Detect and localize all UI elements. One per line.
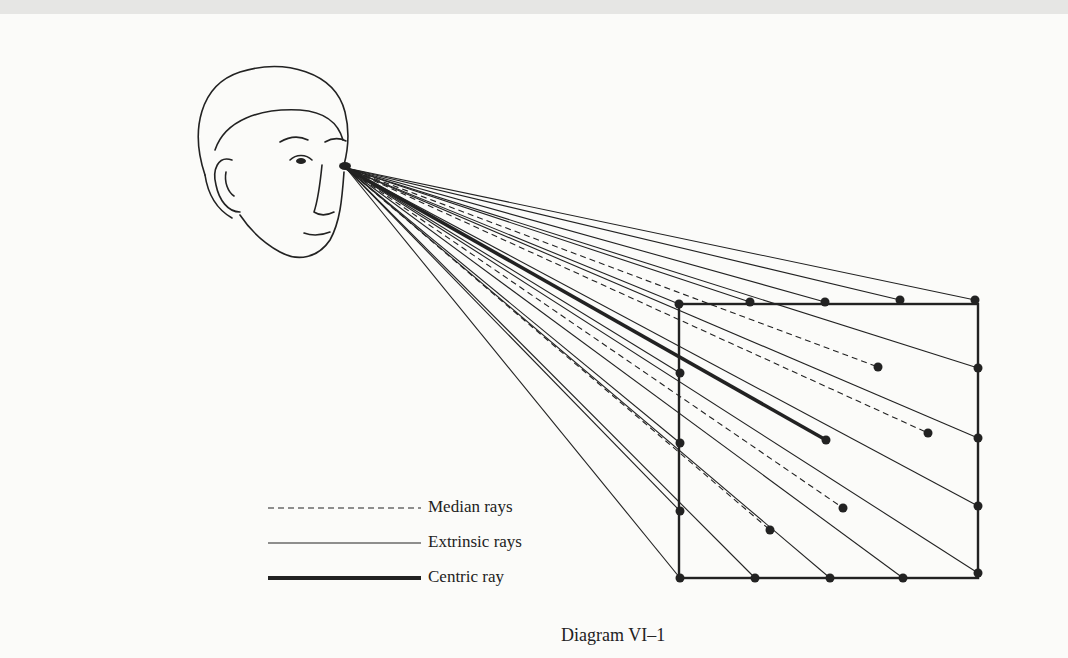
extrinsic-ray [346, 168, 978, 506]
median-ray [346, 168, 928, 433]
extrinsic-ray [346, 168, 680, 373]
ray-point [751, 574, 760, 583]
extrinsic-ray [346, 168, 978, 573]
ray-point [676, 574, 685, 583]
ray-point [974, 569, 983, 578]
extrinsic-ray [346, 168, 680, 443]
median-ray [346, 168, 878, 367]
ray-point [971, 296, 980, 305]
ray-points [675, 296, 983, 583]
page-edge [0, 0, 1068, 14]
centric-ray [346, 168, 826, 440]
square-object [679, 304, 978, 578]
extrinsic-ray [346, 168, 755, 578]
extrinsic-ray [346, 168, 825, 302]
ray-point [822, 436, 831, 445]
ray-point [676, 507, 685, 516]
diagram-caption: Diagram VI–1 [561, 625, 665, 645]
legend-line [268, 576, 421, 580]
legend-line [268, 542, 421, 543]
ray-point [675, 300, 684, 309]
extrinsic-ray [346, 168, 900, 300]
extrinsic-ray [346, 168, 978, 368]
extrinsic-ray [346, 168, 680, 511]
median-ray [346, 168, 770, 530]
ray-point [896, 296, 905, 305]
ray-point [826, 574, 835, 583]
legend-line-sample [266, 573, 426, 583]
extrinsic-ray [346, 168, 680, 578]
ray-point [821, 298, 830, 307]
ray-point [974, 502, 983, 511]
legend-line-sample [266, 538, 426, 548]
ray-lines [346, 168, 978, 578]
legend-line-sample [266, 503, 426, 513]
ray-point [974, 434, 983, 443]
ray-point [766, 526, 775, 535]
legend-label: Extrinsic rays [428, 532, 522, 552]
legend-label: Centric ray [428, 567, 504, 587]
legend-label: Median rays [428, 497, 513, 517]
ray-point [924, 429, 933, 438]
ray-point [899, 574, 908, 583]
ray-point [746, 298, 755, 307]
extrinsic-ray [346, 168, 975, 300]
ray-point [676, 439, 685, 448]
ray-point [676, 369, 685, 378]
extrinsic-ray [346, 168, 903, 578]
eye [296, 158, 306, 164]
legend-line [268, 507, 421, 508]
median-ray [346, 168, 843, 508]
ray-point [874, 363, 883, 372]
ray-point [839, 504, 848, 513]
ray-point [974, 364, 983, 373]
extrinsic-ray [346, 168, 830, 578]
head-figure [198, 67, 348, 258]
